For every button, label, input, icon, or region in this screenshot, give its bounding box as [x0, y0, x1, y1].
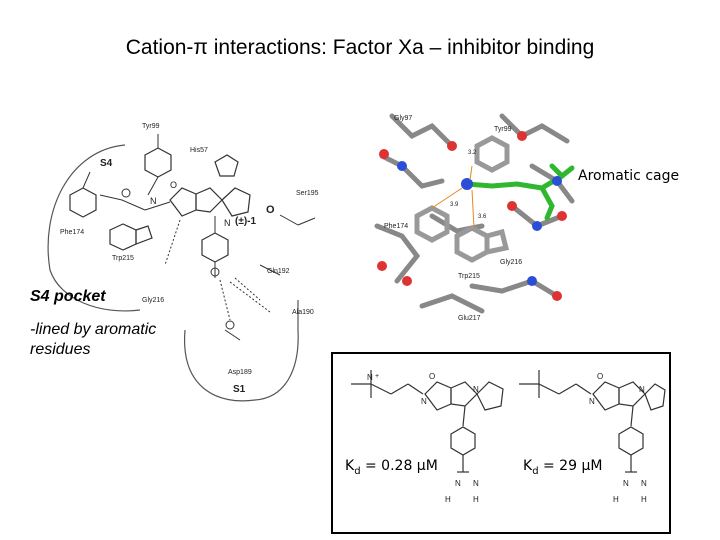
- inhibitor-1-kd: Kd = 0.28 μM: [345, 458, 438, 477]
- svg-text:N: N: [224, 218, 231, 228]
- svg-text:H: H: [613, 495, 619, 504]
- svg-text:+: +: [375, 373, 379, 380]
- svg-text:N: N: [473, 479, 479, 488]
- scheme-label-ala190: Ala190: [292, 309, 314, 316]
- slide-title: Cation-π interactions: Factor Xa – inhib…: [125, 36, 595, 59]
- svg-text:O: O: [597, 372, 603, 381]
- svg-text:N: N: [150, 196, 157, 206]
- scheme-label-his57: His57: [190, 147, 208, 154]
- svg-text:N: N: [623, 479, 629, 488]
- scheme-label-s4: S4: [100, 158, 113, 169]
- scheme-label-phe174: Phe174: [60, 229, 84, 236]
- svg-text:N: N: [473, 385, 479, 394]
- crystal-label-gly97: Gly97: [394, 115, 412, 122]
- inhibitor-structures: N + O N N N N H H O N N N N H H: [351, 370, 666, 504]
- scheme-label-tyr99: Tyr99: [142, 123, 160, 130]
- svg-text:N: N: [639, 385, 645, 394]
- svg-text:H: H: [641, 495, 647, 504]
- scheme-label-trp215: Trp215: [112, 255, 134, 262]
- binding-scheme-diagram: O O N N S4 S1 Tyr99 His57 Ser195 Phe174 …: [47, 123, 319, 402]
- crystal-distance-2: 3.9: [450, 202, 459, 208]
- svg-text:O: O: [266, 204, 275, 216]
- svg-text:N: N: [455, 479, 461, 488]
- crystal-label-trp215: Trp215: [458, 273, 480, 280]
- crystal-structure-image: Gly97 Tyr99 Phe174 Trp215 Gly216 Glu217 …: [372, 106, 580, 326]
- crystal-label-phe174: Phe174: [384, 223, 408, 230]
- svg-text:H: H: [445, 495, 451, 504]
- inhibitor-comparison-box: N + O N N N N H H O N N N N H H Kd: [331, 352, 671, 534]
- scheme-label-compound: (±)-1: [235, 216, 256, 227]
- scheme-label-asp189: Asp189: [228, 369, 252, 376]
- scheme-label-ser195: Ser195: [296, 190, 319, 197]
- scheme-label-gln192: Gln192: [267, 268, 290, 275]
- svg-text:H: H: [473, 495, 479, 504]
- crystal-distance-3: 3.6: [478, 214, 487, 220]
- scheme-label-s1: S1: [233, 384, 246, 395]
- svg-text:O: O: [170, 180, 177, 190]
- svg-text:N: N: [641, 479, 647, 488]
- svg-text:N: N: [589, 397, 595, 406]
- crystal-label-tyr99: Tyr99: [494, 126, 512, 133]
- s4-pocket-label: S4 pocket: [30, 288, 106, 305]
- svg-text:O: O: [429, 372, 435, 381]
- svg-text:N: N: [367, 373, 373, 382]
- crystal-distance-1: 3.2: [468, 150, 477, 156]
- lined-by-aromatic-label: -lined by aromatic residues: [30, 321, 157, 358]
- scheme-label-gly216: Gly216: [142, 297, 164, 304]
- svg-text:N: N: [421, 397, 427, 406]
- aromatic-cage-label: Aromatic cage: [578, 168, 680, 184]
- crystal-label-gly216: Gly216: [500, 259, 522, 266]
- inhibitor-2-kd: Kd = 29 μM: [523, 458, 603, 477]
- crystal-label-glu217: Glu217: [458, 315, 481, 322]
